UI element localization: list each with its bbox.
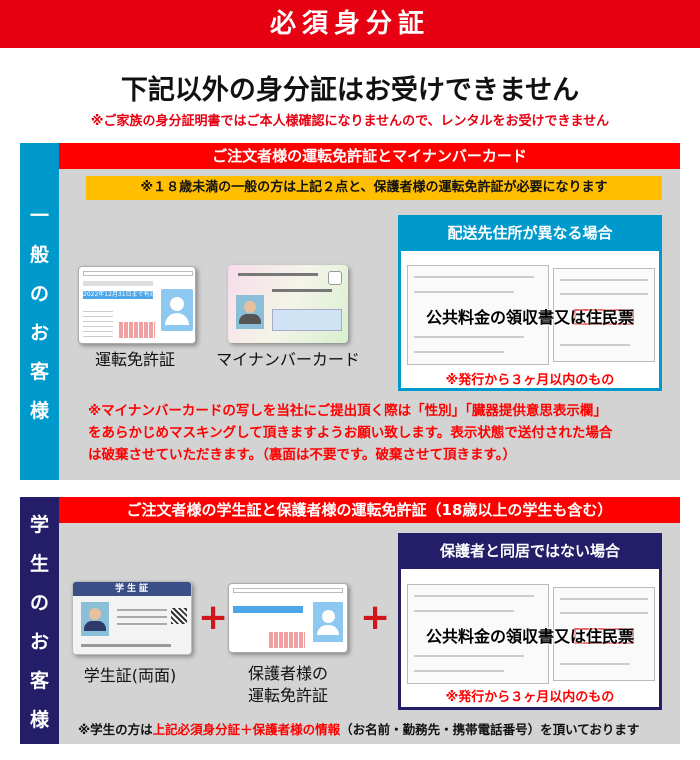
side-char: 様 — [29, 708, 49, 731]
student-heading: ご注文者様の学生証と保護者様の運転免許証（18歳以上の学生も含む） — [59, 497, 680, 523]
label-line: 運転免許証 — [247, 686, 328, 705]
page-header: 必須身分証 — [0, 0, 700, 48]
side-char: 様 — [29, 399, 49, 422]
side-char: の — [29, 591, 49, 614]
utility-receipt-image — [407, 265, 549, 365]
page-title: 下記以外の身分証はお受けできません — [120, 75, 580, 106]
label-line: 保護者様の — [247, 664, 328, 683]
license-validity: 2022年12月31日まで有効 — [83, 291, 153, 299]
general-customer-section: 一 般 の お 客 様 ご注文者様の運転免許証とマイナンバーカード ※１８歳未満… — [20, 143, 680, 480]
footer-prefix: ※学生の方は — [78, 722, 153, 737]
student-card-label: 学生証(両面) — [83, 666, 177, 685]
student-side-label: 学 生 の お 客 様 — [20, 497, 59, 744]
side-char: お — [29, 630, 49, 653]
not-living-with-guardian-box: 保護者と同居ではない場合 公共料金の領収書又は住民票 ※発行から３ヶ月以内のもの — [398, 533, 662, 710]
student-card-title: 学生証 — [73, 582, 191, 596]
address-differs-heading: 配送先住所が異なる場合 — [398, 215, 662, 251]
mynumber-card-label: マイナンバーカード — [216, 350, 360, 369]
side-char: 客 — [29, 669, 49, 692]
plus-icon: + — [198, 597, 229, 638]
side-char: 一 — [29, 204, 49, 227]
page-subtitle: ※ご家族の身分証明書ではご本人様確認になりませんので、レンタルをお受けできません — [90, 114, 610, 129]
side-char: の — [29, 282, 49, 305]
side-char: 生 — [29, 552, 49, 575]
parent-license-label: 保護者様の 運転免許証 — [218, 663, 358, 707]
utility-receipt-image — [407, 584, 549, 684]
side-char: 学 — [29, 513, 49, 536]
student-footer-note: ※学生の方は上記必須身分証＋保護者様の情報（お名前・勤務先・携帯電話番号）を頂い… — [78, 719, 678, 738]
side-char: 般 — [29, 243, 49, 266]
student-customer-section: 学 生 の お 客 様 ご注文者様の学生証と保護者様の運転免許証（18歳以上の学… — [20, 497, 680, 744]
accepted-documents: 公共料金の領収書又は住民票 — [425, 627, 634, 646]
student-card-image: 学生証 — [72, 581, 192, 655]
note-line: ※マイナンバーカードの写しを当社にご提出頂く際は「性別」「臓器提供意思表示欄」 — [88, 403, 607, 419]
plus-icon: + — [360, 597, 391, 638]
general-side-label: 一 般 の お 客 様 — [20, 143, 59, 480]
address-box-note: ※発行から３ヶ月以内のもの — [445, 373, 615, 388]
under18-note: ※１８歳未満の一般の方は上記２点と、保護者様の運転免許証が必要になります — [86, 176, 662, 200]
resident-certificate-image — [553, 587, 655, 681]
footer-highlight: 上記必須身分証＋保護者様の情報 — [152, 722, 341, 737]
general-heading: ご注文者様の運転免許証とマイナンバーカード — [59, 143, 680, 169]
address-differs-box: 配送先住所が異なる場合 公共料金の領収書又は住民票 ※発行から３ヶ月以内のもの — [398, 215, 662, 391]
footer-suffix: （お名前・勤務先・携帯電話番号）を頂いております — [340, 722, 640, 737]
resident-certificate-image — [553, 268, 655, 362]
accepted-documents: 公共料金の領収書又は住民票 — [425, 308, 634, 327]
note-line: をあらかじめマスキングして頂きますようお願い致します。表示状態で送付された場合 — [88, 425, 613, 441]
note-line: は破棄させていただきます。（裏面は不要です。破棄させて頂きます。） — [88, 447, 516, 463]
parent-license-image — [228, 583, 348, 653]
side-char: お — [29, 321, 49, 344]
drivers-license-image: 2022年12月31日まで有効 — [78, 266, 196, 344]
mynumber-card-image — [228, 265, 348, 343]
not-living-with-guardian-heading: 保護者と同居ではない場合 — [398, 533, 662, 569]
guardian-box-note: ※発行から３ヶ月以内のもの — [445, 690, 615, 705]
side-char: 客 — [29, 360, 49, 383]
mynumber-masking-note: ※マイナンバーカードの写しを当社にご提出頂く際は「性別」「臓器提供意思表示欄」 … — [88, 400, 688, 466]
drivers-license-label: 運転免許証 — [94, 350, 175, 369]
